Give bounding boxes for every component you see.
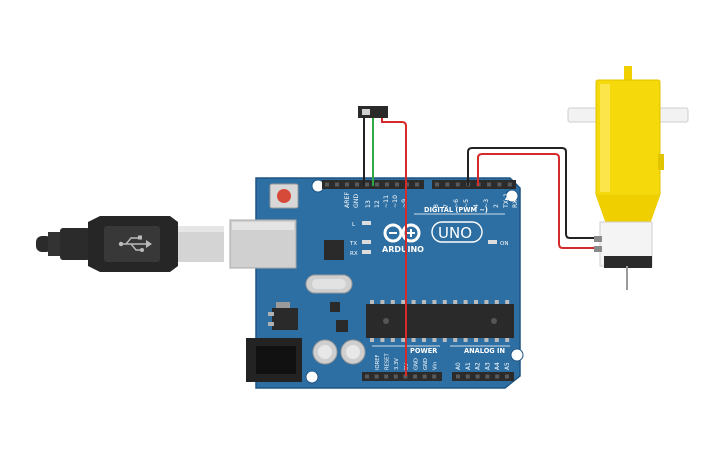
led-tx-label: TX — [349, 241, 357, 247]
digital-header[interactable] — [322, 180, 516, 189]
led-l — [362, 221, 371, 225]
analog-label: ANALOG IN — [464, 347, 505, 355]
header-pin-label: ~3 — [483, 199, 490, 208]
header-pin-label: ~6 — [453, 199, 460, 208]
header-pin[interactable] — [384, 374, 389, 379]
header-pin[interactable] — [385, 182, 389, 187]
analog-pin-label: A5 — [505, 362, 511, 370]
analog-pin-label: A2 — [476, 362, 482, 370]
power-pin-label: RESET — [385, 353, 391, 370]
header-pin-label: 7 — [443, 204, 450, 208]
header-pin[interactable] — [455, 182, 460, 187]
header-pin[interactable] — [507, 182, 512, 187]
wire-black-motor[interactable] — [467, 147, 600, 239]
header-pin-label: 8 — [433, 204, 440, 208]
usb-interface-chip — [324, 240, 344, 260]
led-tx — [362, 240, 371, 244]
header-pin-label: 12 — [374, 200, 381, 208]
led-on-label: ON — [500, 241, 508, 247]
header-pin[interactable] — [375, 182, 379, 187]
header-pin-label: ~5 — [463, 199, 470, 208]
power-pin-label: 3.3V — [394, 358, 400, 370]
dc-gear-motor[interactable] — [567, 66, 689, 290]
header-pin-label: 13 — [365, 200, 372, 208]
led-l-label: L — [352, 222, 356, 228]
header-pin[interactable] — [456, 374, 460, 379]
crystal-oscillator — [305, 274, 353, 294]
power-pin-label: IOREF — [375, 355, 381, 370]
reset-button[interactable] — [269, 183, 299, 209]
header-pin[interactable] — [485, 374, 490, 379]
analog-pin-label: A1 — [466, 362, 472, 370]
header-pin[interactable] — [487, 182, 491, 187]
header-pin[interactable] — [445, 182, 450, 187]
capacitors — [312, 339, 366, 365]
header-pin[interactable] — [415, 182, 419, 187]
header-pin[interactable] — [395, 182, 399, 187]
header-pin[interactable] — [374, 374, 379, 379]
header-pin[interactable] — [435, 182, 439, 187]
analog-pin-label: A0 — [456, 362, 462, 370]
wire-red-motor[interactable] — [477, 153, 600, 249]
usb-icon — [118, 235, 152, 252]
header-pin[interactable] — [495, 374, 500, 379]
header-pin[interactable] — [475, 374, 480, 379]
header-pin-label: ~11 — [383, 195, 390, 208]
header-pin[interactable] — [345, 182, 349, 187]
header-pin[interactable] — [413, 374, 417, 379]
voltage-regulator — [268, 302, 298, 330]
header-pin[interactable] — [365, 182, 369, 187]
led-rx-label: RX — [350, 251, 358, 257]
header-pin[interactable] — [365, 374, 369, 379]
header-pin[interactable] — [355, 182, 359, 187]
usb-cable[interactable] — [36, 216, 224, 272]
header-pin-label: 2 — [493, 204, 500, 208]
power-label: POWER — [410, 347, 437, 355]
header-pin[interactable] — [422, 374, 427, 379]
atmega-chip — [366, 300, 514, 342]
header-pin-label: GND — [353, 194, 360, 208]
power-jack[interactable] — [246, 338, 302, 382]
power-pin-label: GND — [413, 358, 419, 370]
header-pin-label: TX▸1 — [503, 193, 510, 209]
arduino-brand: ARDUINO — [382, 245, 424, 254]
header-pin[interactable] — [325, 182, 329, 187]
header-pin[interactable] — [393, 374, 398, 379]
header-pin[interactable] — [432, 374, 437, 379]
analog-header[interactable] — [452, 372, 514, 381]
header-pin-label: AREF — [344, 192, 351, 208]
power-header[interactable] — [362, 372, 442, 381]
analog-pin-label: A4 — [495, 362, 501, 370]
header-pin-label: ~9 — [401, 199, 408, 208]
led-rx — [362, 250, 371, 254]
power-pin-label: Vin — [433, 362, 439, 370]
digital-label: DIGITAL (PWM ~) — [424, 206, 488, 214]
uno-badge — [431, 221, 483, 243]
wire-red-sensor-power[interactable] — [381, 118, 407, 376]
header-pin-label: ~10 — [392, 195, 399, 208]
header-pin-label: RX◂0 — [512, 192, 519, 208]
uno-label: UNO — [438, 224, 472, 242]
led-on — [488, 240, 497, 244]
header-pin[interactable] — [465, 374, 470, 379]
power-pin-label: GND — [423, 358, 429, 370]
header-pin[interactable] — [335, 182, 339, 187]
header-pin[interactable] — [403, 374, 408, 379]
analog-pin-label: A3 — [485, 362, 491, 370]
arduino-infinity-logo — [383, 223, 421, 243]
header-pin-label: 4 — [473, 204, 480, 208]
header-pin[interactable] — [505, 374, 509, 379]
header-pin[interactable] — [497, 182, 502, 187]
